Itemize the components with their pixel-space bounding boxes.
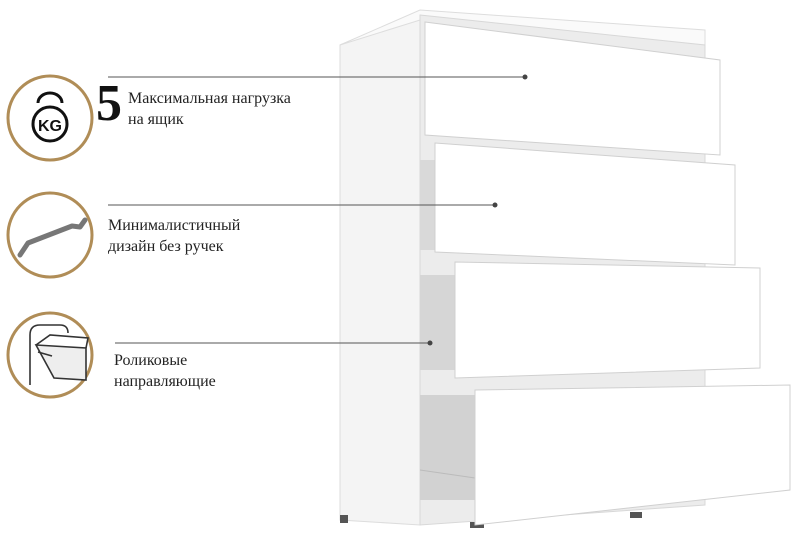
feature-3-line2: направляющие <box>114 373 216 390</box>
drawer-4 <box>474 384 791 526</box>
feature-2-line2: дизайн без ручек <box>108 238 224 255</box>
feature-2-text: Минималистичный дизайн без ручек <box>108 215 240 257</box>
svg-text:KG: KG <box>38 118 62 135</box>
max-load-number: 5 <box>96 75 122 132</box>
drawer-1 <box>424 21 721 156</box>
feature-ring-1 <box>6 74 94 162</box>
cabinet-side <box>339 11 421 526</box>
kettlebell-kg-icon: KG <box>31 91 69 143</box>
feature-3-line1: Роликовые <box>114 352 188 369</box>
feature-1-line1: Максимальная нагрузка <box>128 90 291 107</box>
drawer-3 <box>454 261 761 379</box>
feature-1-line2: на ящик <box>128 111 184 128</box>
drawer-slide-icon <box>29 324 89 385</box>
feature-3-text: Роликовые направляющие <box>114 350 216 392</box>
handle-icon <box>17 217 88 258</box>
drawer-2 <box>434 142 736 266</box>
feature-2-line1: Минималистичный <box>108 217 241 234</box>
feature-1-text: Максимальная нагрузка на ящик <box>128 88 291 130</box>
